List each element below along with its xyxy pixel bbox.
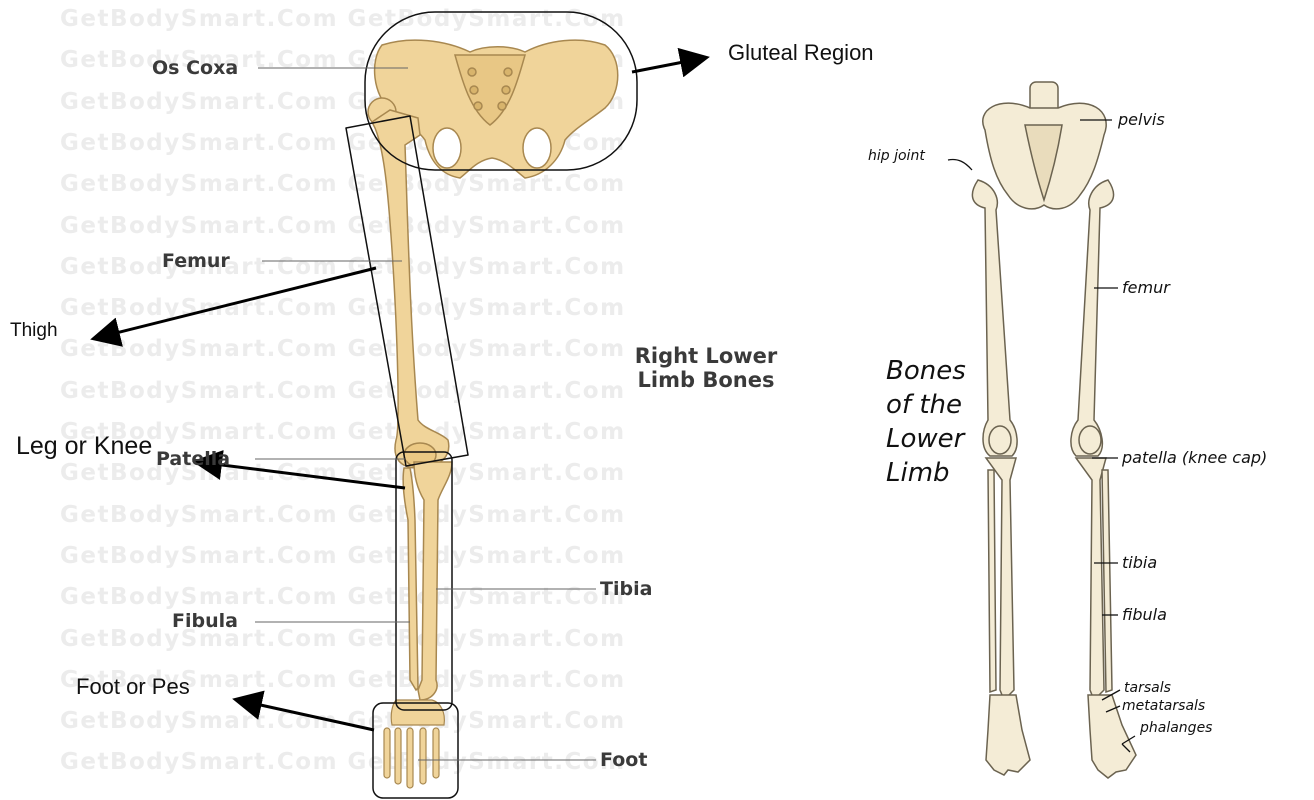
patella-sketch-label: patella (knee cap) bbox=[1122, 448, 1267, 467]
sketch-title-line3: Lower bbox=[886, 422, 966, 456]
leg-or-knee-callout: Leg or Knee bbox=[16, 432, 152, 461]
femur-sketch-label: femur bbox=[1122, 278, 1170, 297]
tibia-sketch-label: tibia bbox=[1122, 553, 1157, 572]
fibula-label: Fibula bbox=[172, 610, 238, 632]
diagram-title-line1: Right Lower bbox=[596, 344, 816, 368]
foot-or-pes-callout: Foot or Pes bbox=[76, 674, 190, 700]
fibula-sketch-label: fibula bbox=[1122, 605, 1167, 624]
tarsals-label: tarsals bbox=[1124, 680, 1171, 696]
metatarsals-label: metatarsals bbox=[1122, 698, 1205, 714]
femur-label: Femur bbox=[162, 250, 230, 272]
os-coxa-label: Os Coxa bbox=[152, 57, 238, 79]
gluteal-region-callout: Gluteal Region bbox=[728, 40, 874, 66]
sketch-foot-left bbox=[986, 695, 1030, 775]
sketch-femur-right bbox=[1071, 180, 1114, 456]
sketch-title: Bones of the Lower Limb bbox=[886, 354, 966, 490]
diagram-title-line2: Limb Bones bbox=[596, 368, 816, 392]
sketch-title-line1: Bones bbox=[886, 354, 966, 388]
sketch-femur-left bbox=[972, 180, 1017, 456]
sketch-title-line2: of the bbox=[886, 388, 966, 422]
pelvis-label: pelvis bbox=[1118, 110, 1165, 129]
tibia-label: Tibia bbox=[600, 578, 652, 600]
foot-label: Foot bbox=[600, 749, 647, 771]
hip-joint-label: hip joint bbox=[868, 148, 925, 164]
phalanges-label: phalanges bbox=[1140, 720, 1212, 736]
patella-label: Patella bbox=[156, 448, 230, 470]
diagram-title: Right Lower Limb Bones bbox=[596, 344, 816, 392]
thigh-callout: Thigh bbox=[10, 320, 58, 342]
sketch-title-line4: Limb bbox=[886, 456, 966, 490]
